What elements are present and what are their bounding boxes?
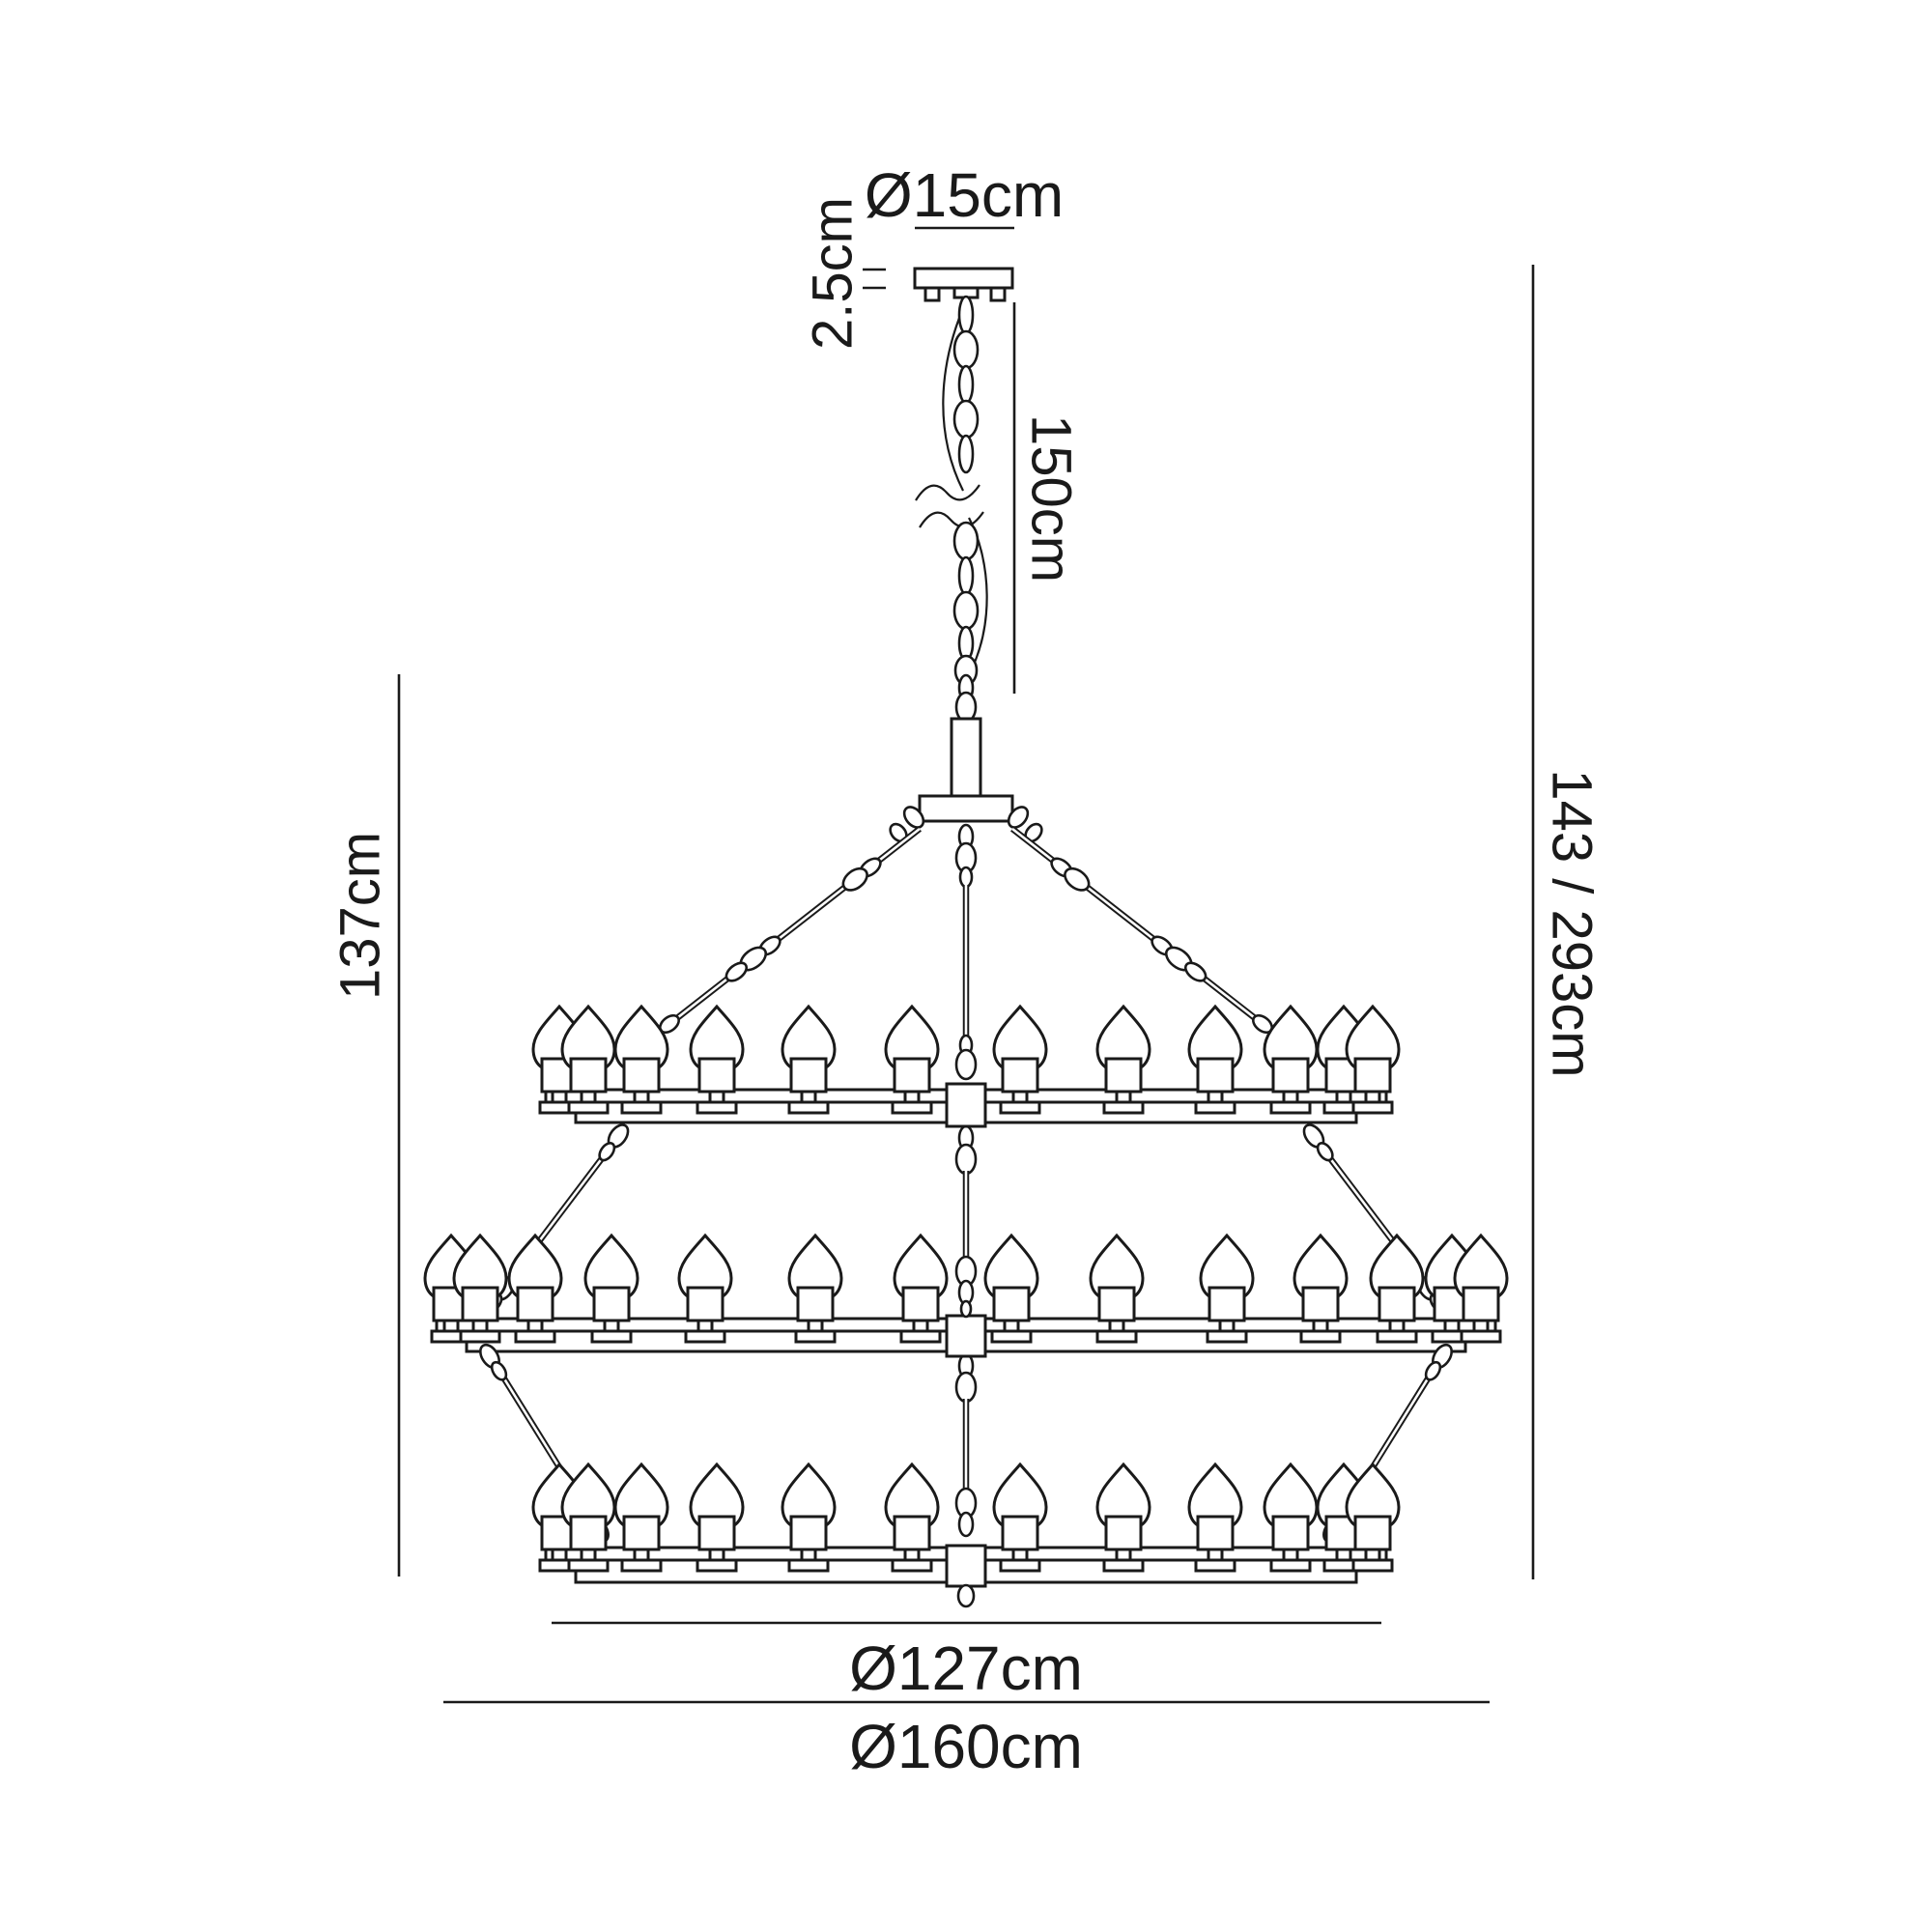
rod-turnbuckle (724, 935, 781, 982)
canopy-bolt-right (989, 286, 1007, 302)
suspension-chain (915, 295, 988, 687)
canopy-height-label: 2.5cm (802, 197, 865, 350)
break-mark-lower (919, 511, 984, 528)
chain-link (952, 399, 980, 440)
center-box-top (945, 1082, 987, 1128)
dimension-canopy-diameter: Ø15cm (865, 160, 1064, 230)
chain-link (957, 434, 975, 474)
break-mark-upper (915, 484, 980, 501)
hub-crossbar (918, 794, 1014, 823)
canopy-plate (913, 267, 1014, 290)
dimension-canopy-height: 2.5cm (802, 197, 886, 350)
chain-link (952, 329, 980, 370)
dimension-chain-length: 150cm (1012, 302, 1083, 694)
bottom-loop (956, 1583, 976, 1608)
center-box-bottom (945, 1544, 987, 1588)
column-link (959, 1299, 973, 1319)
chain-link (957, 364, 975, 405)
rod-turnbuckle (1151, 935, 1208, 982)
column-link (954, 1048, 978, 1081)
column-link (957, 1511, 975, 1538)
chain-link (952, 590, 980, 631)
dimension-inner-diameter: Ø127cm (552, 1621, 1381, 1703)
support-rod-left (645, 826, 922, 1044)
canopy-diameter-label: Ø15cm (865, 160, 1064, 230)
column-link (954, 1143, 978, 1176)
dimension-outer-diameter: Ø160cm (443, 1700, 1490, 1781)
inner-diameter-label: Ø127cm (849, 1634, 1083, 1703)
rod-links (1050, 857, 1091, 892)
rod-links (841, 857, 882, 892)
artwork-root: Ø15cm 2.5cm 150cm 137cm 143 / 293cm Ø127… (329, 160, 1604, 1781)
canopy-bolt-left (923, 286, 941, 302)
hub-link (902, 806, 925, 829)
column-link (954, 1371, 978, 1404)
chain-link (957, 555, 975, 596)
outer-diameter-label: Ø160cm (849, 1712, 1083, 1781)
hub-link (1007, 806, 1030, 829)
center-box-middle (945, 1314, 987, 1358)
ceiling-canopy (913, 267, 1014, 302)
support-rod-right (1010, 826, 1287, 1044)
power-cable-upper (942, 300, 968, 492)
central-column (954, 823, 978, 1538)
chain-length-label: 150cm (1020, 414, 1083, 582)
column-link (958, 866, 974, 889)
dimension-total-height: 143 / 293cm (1531, 265, 1604, 1579)
top-hub (889, 673, 1043, 843)
total-height-label: 143 / 293cm (1541, 769, 1604, 1077)
chain-link (957, 295, 975, 335)
dimension-fixture-height: 137cm (329, 674, 401, 1577)
hub-cylinder (950, 717, 982, 798)
chain-link (952, 521, 980, 561)
fixture-height-label: 137cm (329, 832, 392, 1000)
